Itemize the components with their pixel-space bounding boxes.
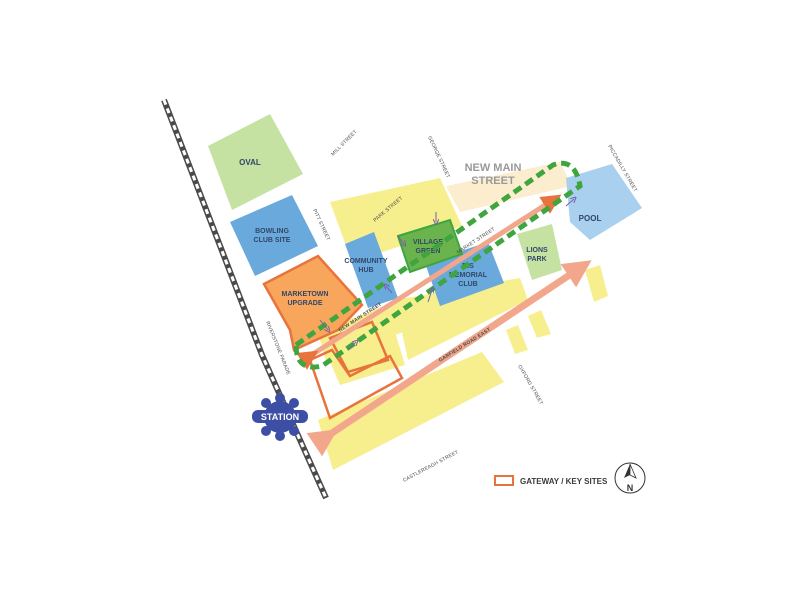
legend-swatch-gateway — [494, 475, 514, 486]
lions-label-2: PARK — [527, 256, 546, 263]
oval-label: OVAL — [239, 158, 261, 167]
new-main-street-title-1: NEW MAIN — [465, 162, 522, 174]
marketown-label-1: MARKETOWN — [282, 291, 329, 298]
marketown-label-2: UPGRADE — [287, 300, 322, 307]
oval-area — [208, 114, 303, 210]
north-arrow: N — [614, 462, 646, 494]
rsl-label-2: MEMORIAL — [449, 272, 488, 279]
oxford-street-label: OXFORD STREET — [516, 364, 544, 406]
bowling-club-area — [230, 195, 318, 276]
rsl-label-3: CLUB — [458, 281, 477, 288]
north-arrow-icon — [624, 464, 630, 478]
new-main-street-corridor — [293, 160, 583, 370]
station-badge: STATION — [252, 393, 308, 441]
community-label-2: HUB — [358, 267, 373, 274]
lions-label-1: LIONS — [526, 247, 548, 254]
george-street-label: GEORGE STREET — [426, 135, 451, 179]
legend-gateway-label: GATEWAY / KEY SITES — [520, 477, 608, 486]
new-main-street-title-2: STREET — [471, 175, 515, 187]
pool-label: POOL — [579, 214, 602, 223]
access-arrows — [319, 199, 574, 351]
station-label: STATION — [261, 412, 299, 422]
north-label: N — [627, 483, 634, 493]
pool-area — [566, 164, 642, 240]
pitt-street-label: PITT STREET — [311, 208, 331, 241]
bowling-label-2: CLUB SITE — [254, 237, 291, 244]
community-label-1: COMMUNITY — [344, 258, 387, 265]
mill-street-label: MILL STREET — [330, 129, 358, 157]
legend: GATEWAY / KEY SITES — [494, 475, 608, 486]
new-main-street-arrow — [296, 194, 562, 370]
castlereagh-street-label: CASTLEREAGH STREET — [402, 449, 460, 483]
bowling-label-1: BOWLING — [255, 228, 289, 235]
railway-line — [161, 98, 329, 500]
